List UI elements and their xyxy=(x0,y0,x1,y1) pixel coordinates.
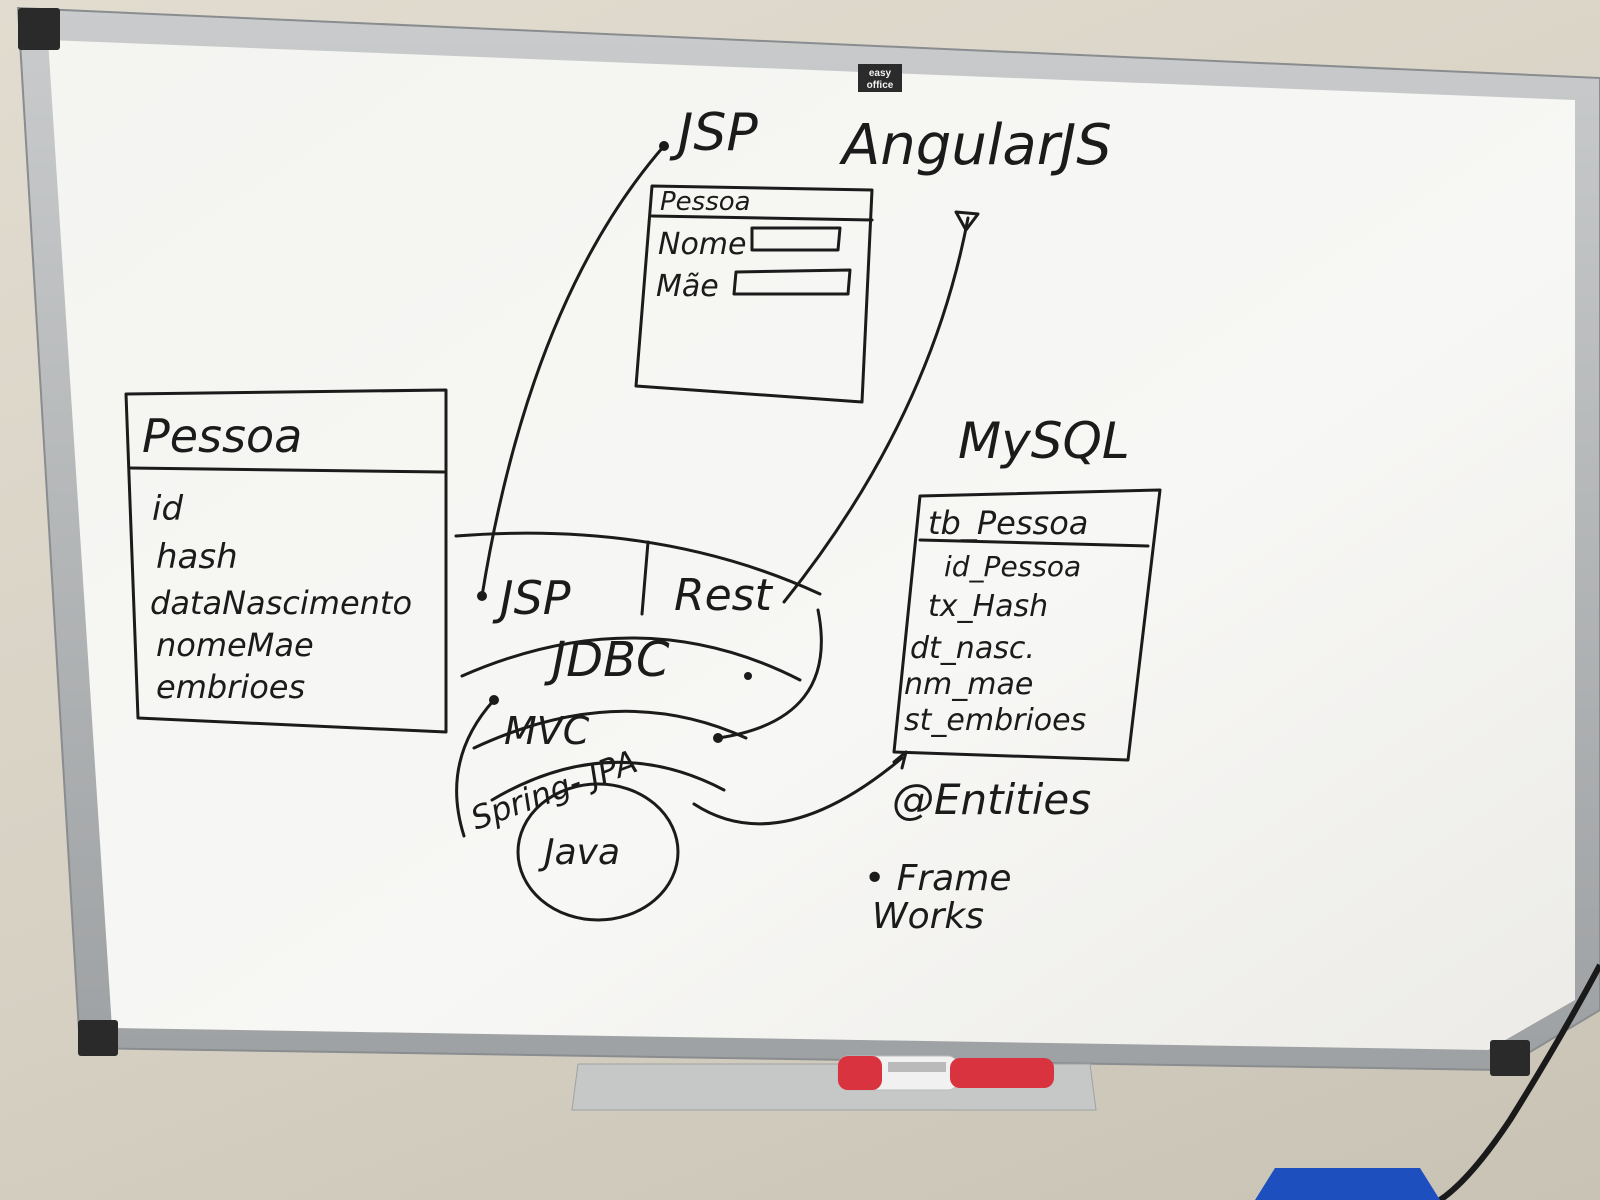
layer-mvc: MVC xyxy=(504,709,590,753)
power-cable xyxy=(1438,963,1600,1200)
layer-java-core: Java xyxy=(538,832,620,873)
form-field2-label: Mãe xyxy=(656,269,719,304)
table-col-embryos: st_embrioes xyxy=(904,703,1086,738)
form-field1-label: Nome xyxy=(658,227,746,262)
frameworks-note-line2: Works xyxy=(872,896,984,937)
arrowhead xyxy=(954,210,980,232)
form-sketch: Pessoa Nome Mãe xyxy=(634,184,874,404)
architecture-arcs xyxy=(454,531,822,922)
class-box: Pessoa id hash dataNascimento nomeMae em… xyxy=(124,388,448,734)
form-title: Pessoa xyxy=(660,187,751,217)
table-col-birth: dt_nasc. xyxy=(910,631,1035,666)
java-core-circle xyxy=(516,782,680,922)
loop-curve xyxy=(716,608,823,740)
table-box: tb_Pessoa id_Pessoa tx_Hash dt_nasc. nm_… xyxy=(892,488,1162,762)
form-field1-input xyxy=(750,226,842,252)
class-title: Pessoa xyxy=(142,409,302,463)
whiteboard-surface xyxy=(48,40,1575,1050)
form-field2-input xyxy=(732,268,852,296)
class-attr-embryos: embrioes xyxy=(156,668,305,706)
rest-to-angular-arrow xyxy=(782,216,970,604)
jsp-to-jsp-heading-arrow xyxy=(480,144,666,598)
jsp-rest-divider xyxy=(640,540,650,616)
corner-cap xyxy=(78,1020,118,1056)
brand-logo xyxy=(858,64,902,92)
table-col-hash: tx_Hash xyxy=(928,589,1048,624)
red-marker xyxy=(837,1055,1054,1091)
class-attr-birthdate: dataNascimento xyxy=(150,584,412,622)
layer-jsp: JSP xyxy=(492,571,571,625)
brand-line1: easy xyxy=(869,68,892,79)
connector-lines xyxy=(455,141,980,838)
arrowhead xyxy=(892,750,908,770)
entities-connector xyxy=(692,756,904,826)
class-attr-mother-name: nomeMae xyxy=(156,626,314,664)
mvc-to-spring-curve xyxy=(455,698,496,838)
class-attr-id: id xyxy=(152,489,183,529)
corner-cap xyxy=(18,8,60,50)
frameworks-note-line1: • Frame xyxy=(864,858,1011,899)
mysql-label: MySQL xyxy=(958,412,1130,470)
table-col-mother: nm_mae xyxy=(904,667,1033,702)
angularjs-heading: AngularJS xyxy=(839,113,1112,178)
entities-note: @Entities xyxy=(892,775,1091,824)
chair-top xyxy=(1255,1168,1440,1200)
corner-cap xyxy=(1490,1040,1530,1076)
jsp-heading: JSP xyxy=(669,103,758,163)
table-name: tb_Pessoa xyxy=(928,504,1088,542)
table-col-id: id_Pessoa xyxy=(944,550,1081,583)
layer-rest: Rest xyxy=(674,570,774,621)
brand-line2: office xyxy=(867,80,894,91)
class-attr-hash: hash xyxy=(156,537,238,577)
layer-jdbc: JDBC xyxy=(544,632,670,688)
